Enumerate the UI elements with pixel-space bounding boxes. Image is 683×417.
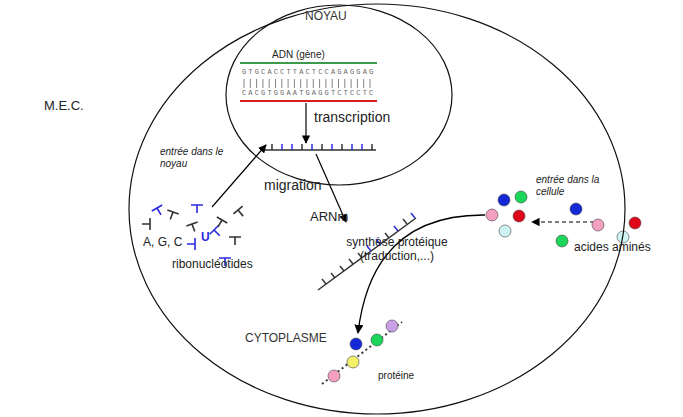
molecule-label: ARNm — [310, 210, 348, 225]
dna-sequence: CACGTGGAATGAGGTCTCCTC — [242, 89, 375, 97]
gene-label: ADN (gène) — [272, 49, 325, 61]
process-label: migration — [264, 177, 322, 193]
transcription-arrow — [305, 103, 306, 143]
dashed-arrow — [532, 221, 594, 222]
base-label: U — [201, 231, 210, 245]
medium-label: M.E.C. — [44, 99, 84, 114]
dna-strands — [240, 63, 377, 101]
ribonucleotides-symbols — [142, 205, 248, 266]
molecule-label: protéine — [378, 370, 414, 382]
note-label: entrée dans le noyau — [160, 146, 242, 169]
molecule-label: acides aminés — [574, 241, 651, 255]
process-label: transcription — [314, 109, 390, 125]
mrna-nucleus — [265, 144, 376, 150]
node-title: NOYAU — [305, 10, 347, 24]
process-label: synthèse protéique (traduction,...) — [338, 236, 456, 264]
node-title: CYTOPLASME — [245, 332, 327, 346]
amino-acids — [486, 191, 641, 247]
cell-membrane: CYTOPLASME NOYAU — [128, 3, 626, 415]
molecule-label: ribonucléotides — [172, 258, 253, 272]
base-label: A, G, C — [143, 236, 182, 250]
dna-sequence: GTGCACCTTACTCCAGAGGAG — [242, 68, 375, 76]
translation-arrow — [358, 215, 485, 333]
ellipse-outline — [128, 3, 626, 415]
note-label: entrée dans la cellule — [536, 174, 614, 197]
